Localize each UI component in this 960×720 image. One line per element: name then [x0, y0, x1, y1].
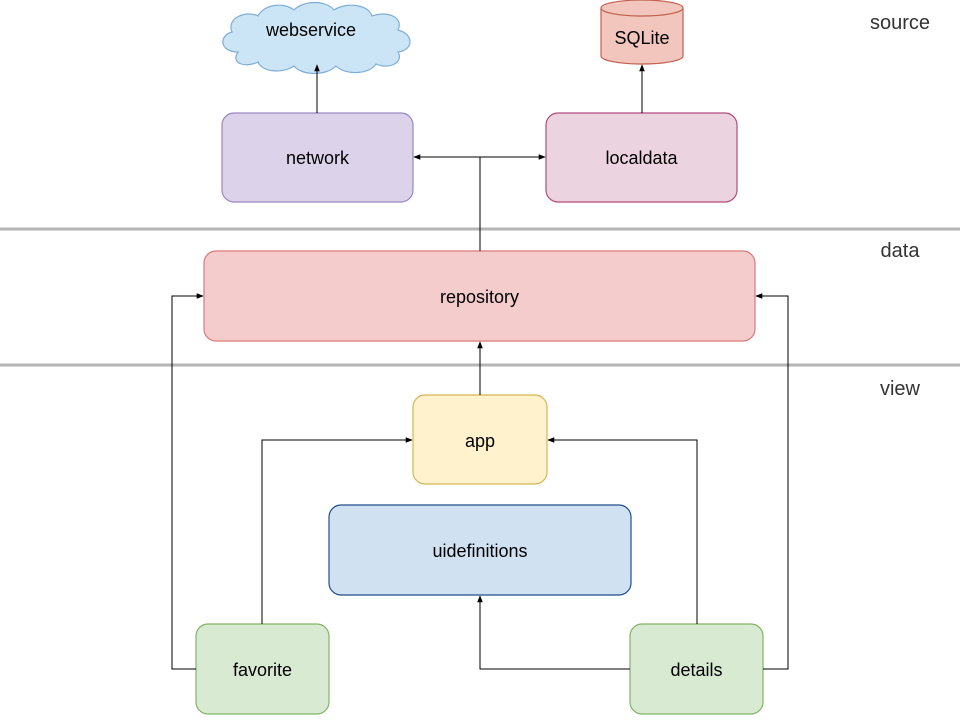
- node-webservice[interactable]: webservice: [222, 1, 411, 75]
- cylinder-body: [600, 8, 684, 65]
- node-label: uidefinitions: [432, 541, 527, 561]
- node-label: favorite: [233, 660, 292, 680]
- node-sqlite[interactable]: SQLite: [600, 0, 684, 65]
- edge-details-repository: [755, 293, 789, 670]
- layer-label-view: view: [880, 378, 921, 400]
- node-label: details: [670, 660, 722, 680]
- node-label: repository: [440, 287, 519, 307]
- node-localdata[interactable]: localdata: [545, 112, 738, 203]
- node-label: webservice: [265, 20, 356, 40]
- cloud-shape: [222, 1, 411, 75]
- node-repository[interactable]: repository: [203, 250, 756, 342]
- edge-favorite-app: [261, 437, 413, 624]
- cylinder-top: [600, 0, 684, 17]
- layer-label-data: data: [881, 240, 921, 262]
- node-favorite[interactable]: favorite: [195, 623, 330, 715]
- layer-label-source: source: [870, 12, 930, 34]
- node-box: [328, 504, 632, 596]
- node-label: app: [465, 431, 495, 451]
- node-label: localdata: [605, 148, 678, 168]
- edges: [171, 64, 789, 670]
- node-label: SQLite: [614, 28, 669, 48]
- edge-details-app: [547, 437, 698, 624]
- node-uidefinitions[interactable]: uidefinitions: [328, 504, 632, 596]
- node-details[interactable]: details: [629, 623, 764, 715]
- node-app[interactable]: app: [412, 394, 548, 485]
- node-network[interactable]: network: [221, 112, 414, 203]
- node-label: network: [286, 148, 350, 168]
- edge-details-uidefinitions: [477, 595, 630, 670]
- edge-favorite-repository: [171, 293, 204, 670]
